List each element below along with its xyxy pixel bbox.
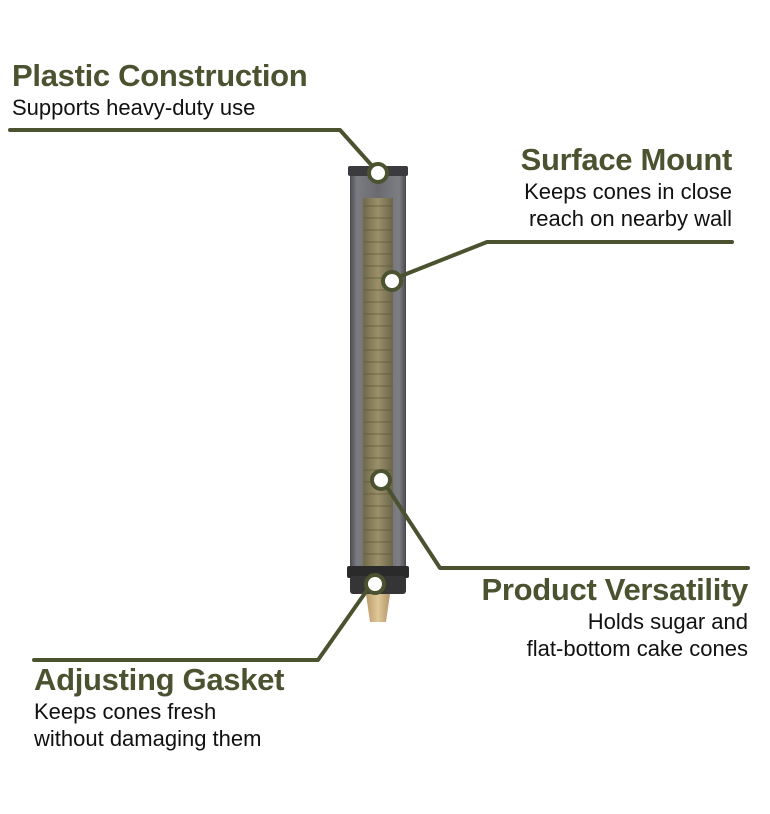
leader-line-gasket <box>32 584 372 662</box>
marker-versatility <box>370 469 392 491</box>
callout-description: Keeps cones fresh <box>34 699 217 724</box>
leader-line-versatility <box>383 482 750 570</box>
callout-description: reach on nearby wall <box>528 206 732 231</box>
callout-product-versatility: Product Versatility Holds sugar and flat… <box>481 572 748 662</box>
cone-tip <box>366 594 390 622</box>
callout-surface-mount: Surface Mount Keeps cones in close reach… <box>520 142 733 232</box>
callout-description: Holds sugar and <box>587 609 748 634</box>
callout-title: Product Versatility <box>481 572 748 607</box>
leader-line-surface <box>394 240 734 280</box>
marker-plastic <box>367 162 389 184</box>
callout-description: flat-bottom cake cones <box>526 636 748 661</box>
callout-title: Surface Mount <box>520 142 733 177</box>
marker-surface <box>381 270 403 292</box>
leader-line-plastic <box>8 128 376 170</box>
callout-description: Supports heavy-duty use <box>12 95 256 120</box>
marker-gasket <box>364 573 386 595</box>
callout-description: without damaging them <box>34 726 262 751</box>
gasket-cap <box>347 566 409 578</box>
callout-title: Adjusting Gasket <box>34 662 285 697</box>
callout-adjusting-gasket: Adjusting Gasket Keeps cones fresh witho… <box>34 662 284 752</box>
callout-description: Keeps cones in close <box>524 179 732 204</box>
callout-plastic-construction: Plastic Construction Supports heavy-duty… <box>12 58 308 121</box>
callout-title: Plastic Construction <box>12 58 308 93</box>
